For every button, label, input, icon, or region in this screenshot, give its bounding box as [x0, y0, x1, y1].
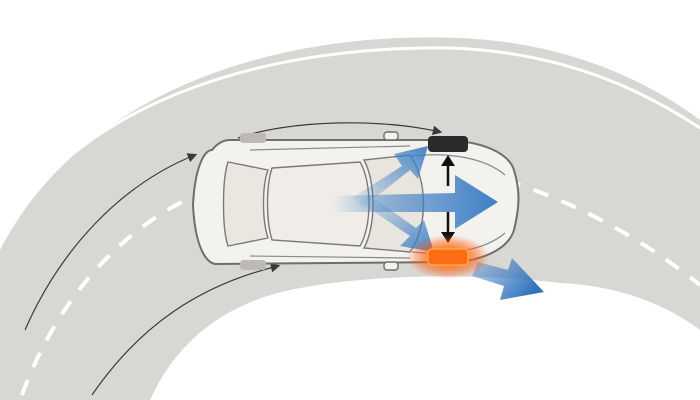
trajectory-top — [237, 122, 443, 139]
trajectory-outer — [24, 153, 198, 331]
rear-wheel-top — [240, 133, 266, 143]
lane-center-dashes-right — [504, 178, 700, 287]
car-top-view — [191, 131, 520, 271]
trajectory-inner — [91, 263, 281, 396]
brake-pad-core — [427, 248, 469, 266]
tire — [428, 136, 468, 152]
door-line-top — [249, 145, 411, 151]
glowing-brake-pad — [406, 235, 490, 279]
lane-center-dashes — [20, 186, 216, 396]
blue-force-arrow-outward — [472, 258, 544, 300]
inner-road-edge — [156, 281, 700, 400]
outer-road-edge — [0, 46, 700, 241]
door-line-bottom — [249, 255, 411, 259]
blue-force-arrow-lower — [360, 194, 434, 252]
blue-force-arrow-upper — [352, 146, 428, 208]
arrow-up-head — [441, 155, 455, 166]
trajectory-lines — [24, 122, 443, 396]
force-arrows — [332, 146, 544, 300]
roof — [266, 161, 370, 247]
rear-window — [222, 161, 269, 247]
side-mirror-bottom — [383, 261, 399, 271]
side-mirror-top — [383, 131, 399, 141]
blue-force-arrow-main — [332, 175, 498, 229]
rear-wheel-bottom — [240, 260, 266, 270]
